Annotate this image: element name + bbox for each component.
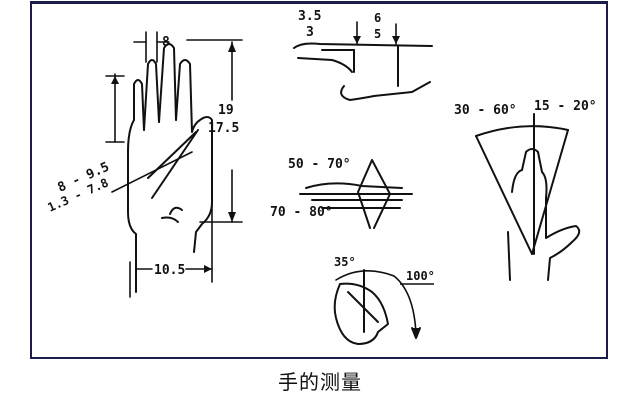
diagram-frame: 8 19 17.5 8 - 9.5 1.3 - 7.8 10.5 3.5 3 6… bbox=[30, 1, 608, 359]
finger-side-view bbox=[293, 21, 433, 101]
label-fist-left: 35° bbox=[334, 255, 356, 269]
arrowheads bbox=[111, 36, 400, 273]
label-joint-top: 6 bbox=[374, 11, 381, 25]
palm-dimensions bbox=[105, 31, 243, 298]
fist-figure bbox=[333, 269, 421, 345]
wrist-angle-figure bbox=[475, 113, 581, 281]
label-wrist-right: 15 - 20° bbox=[534, 99, 597, 114]
label-thumb-upper: 50 - 70° bbox=[288, 157, 351, 172]
thumb-angle-figure bbox=[299, 159, 413, 229]
label-hand-length: 19 bbox=[218, 103, 234, 118]
label-fist-right: 100° bbox=[406, 269, 435, 283]
label-wrist-left: 30 - 60° bbox=[454, 103, 517, 118]
palm-outline bbox=[127, 43, 213, 293]
label-hand-width: 10.5 bbox=[154, 263, 185, 278]
label-thumb-lower: 70 - 80° bbox=[270, 205, 333, 220]
hand-measurement-diagram: 8 19 17.5 8 - 9.5 1.3 - 7.8 10.5 3.5 3 6… bbox=[46, 9, 597, 345]
label-palm-length: 17.5 bbox=[208, 121, 239, 136]
figure-caption: 手的测量 bbox=[278, 370, 362, 394]
label-tip-bottom: 3 bbox=[306, 25, 314, 40]
label-finger-width: 8 bbox=[162, 35, 170, 50]
label-joint-bottom: 5 bbox=[374, 27, 381, 41]
label-tip-top: 3.5 bbox=[298, 9, 321, 24]
